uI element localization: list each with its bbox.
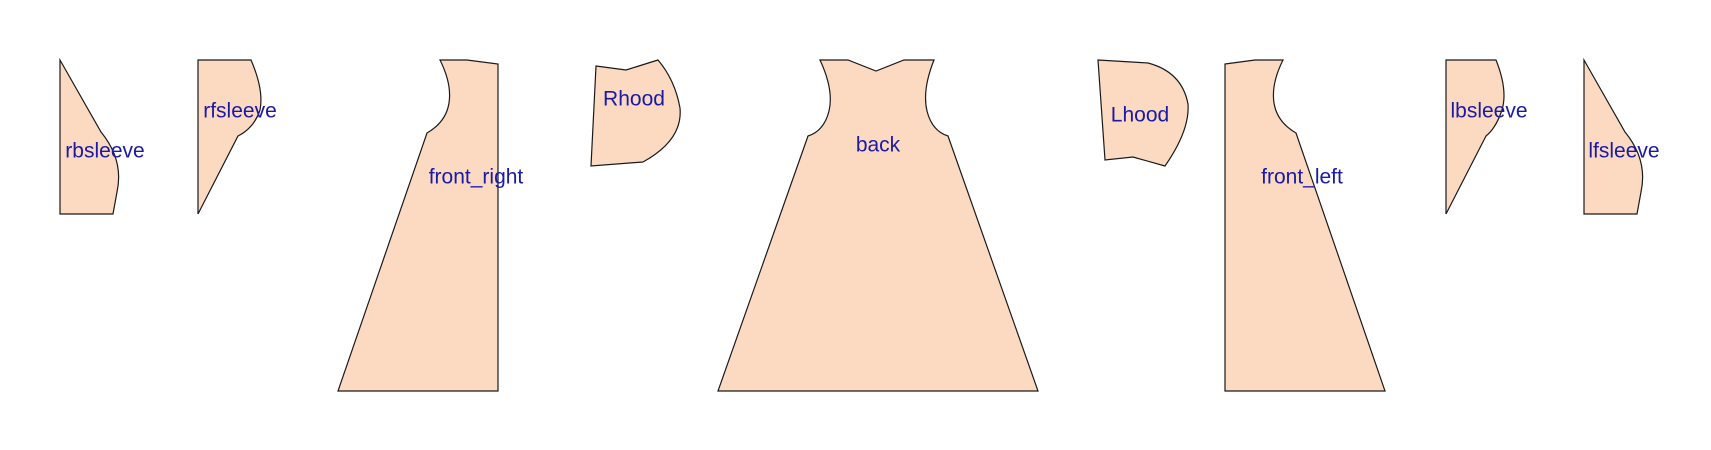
- label-front-left: front_left: [1261, 166, 1343, 189]
- piece-front-right: front_right: [337, 59, 524, 392]
- piece-lbsleeve: lbsleeve: [1445, 59, 1528, 215]
- label-back: back: [856, 134, 901, 157]
- piece-lhood: Lhood: [1097, 59, 1189, 167]
- piece-rfsleeve: rfsleeve: [197, 59, 277, 215]
- piece-rhood: Rhood: [590, 59, 681, 167]
- piece-lfsleeve: lfsleeve: [1583, 57, 1660, 215]
- label-lhood: Lhood: [1111, 104, 1169, 127]
- label-rfsleeve: rfsleeve: [203, 100, 277, 123]
- label-front-right: front_right: [429, 166, 524, 189]
- label-rbsleeve: rbsleeve: [65, 140, 144, 163]
- label-lfsleeve: lfsleeve: [1588, 140, 1659, 163]
- piece-back: back: [717, 59, 1039, 392]
- piece-rbsleeve: rbsleeve: [59, 57, 145, 215]
- piece-front-left: front_left: [1224, 59, 1386, 392]
- label-lbsleeve: lbsleeve: [1450, 100, 1527, 123]
- label-rhood: Rhood: [603, 88, 665, 111]
